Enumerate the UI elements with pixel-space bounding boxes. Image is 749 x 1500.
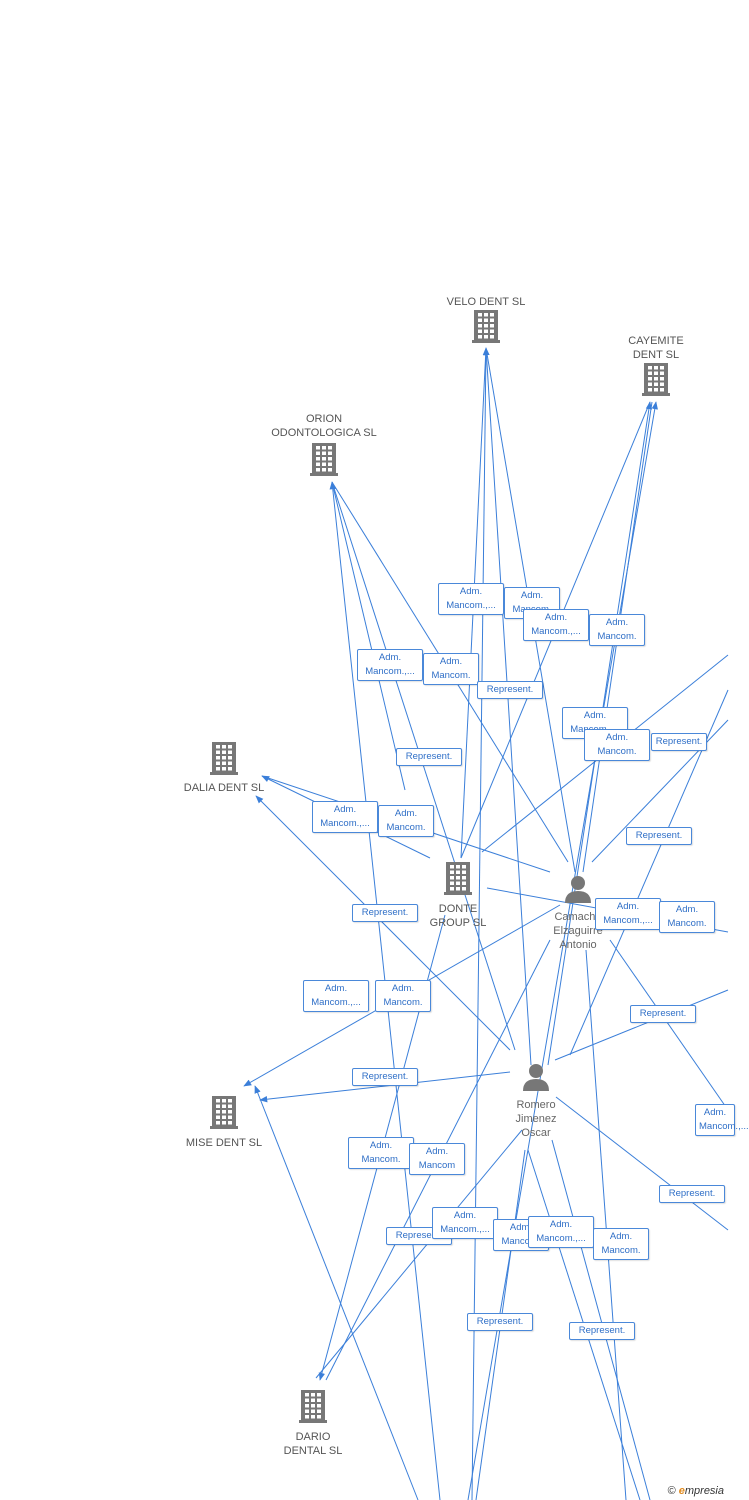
- node-label-cayemite[interactable]: CAYEMITE DENT SL: [628, 335, 684, 361]
- relation-label[interactable]: Represent.: [651, 733, 707, 751]
- edge-line: [554, 989, 729, 1061]
- relation-label[interactable]: Adm. Mancom.,...: [303, 980, 369, 1012]
- edge-line: [551, 1139, 651, 1500]
- node-label-mise[interactable]: MISE DENT SL: [185, 1137, 263, 1149]
- relation-label[interactable]: Adm. Mancom.: [375, 980, 431, 1012]
- relation-label[interactable]: Adm. Mancom.: [378, 805, 434, 837]
- brand-name: mpresia: [684, 1485, 724, 1497]
- relation-label[interactable]: Adm. Mancom.: [659, 901, 715, 933]
- relation-label[interactable]: Represent.: [630, 1005, 696, 1023]
- edge-line: [315, 1129, 523, 1379]
- building-icon[interactable]: [299, 1390, 327, 1423]
- relation-label[interactable]: Adm. Mancom.,...: [595, 898, 661, 930]
- relation-label[interactable]: Represent.: [626, 827, 692, 845]
- relation-label[interactable]: Adm. Mancom.: [589, 614, 645, 646]
- node-label-camacho[interactable]: Camacho Elzaguirre Antonio: [553, 911, 603, 951]
- relation-label[interactable]: Adm. Mancom.: [584, 729, 650, 761]
- footer-brand: © empresia: [668, 1485, 724, 1497]
- edge-line: [255, 795, 511, 1051]
- relation-label[interactable]: Represent.: [352, 904, 418, 922]
- edge-line: [331, 481, 516, 1051]
- edge-line: [471, 347, 490, 1500]
- building-icon[interactable]: [210, 1096, 238, 1129]
- building-icon[interactable]: [444, 862, 472, 895]
- edge-line: [585, 949, 627, 1500]
- relation-label[interactable]: Adm. Mancom.,...: [695, 1104, 749, 1136]
- node-label-donte[interactable]: DONTE GROUP SL: [429, 903, 487, 929]
- node-label-velo[interactable]: VELO DENT SL: [446, 296, 526, 308]
- edge-line: [259, 1071, 511, 1103]
- edge-line: [555, 1096, 729, 1231]
- person-icon[interactable]: [523, 1064, 549, 1091]
- relation-label[interactable]: Represent.: [467, 1313, 533, 1331]
- relation-label[interactable]: Adm. Mancom.,...: [523, 609, 589, 641]
- relation-label[interactable]: Adm. Mancom.: [593, 1228, 649, 1260]
- relation-label[interactable]: Adm. Mancom.,...: [357, 649, 423, 681]
- node-label-dario[interactable]: DARIO DENTAL SL: [283, 1431, 343, 1457]
- building-icon[interactable]: [210, 742, 238, 775]
- relation-label[interactable]: Represent.: [569, 1322, 635, 1340]
- edge-line: [609, 939, 729, 1111]
- edge-line: [331, 481, 406, 791]
- building-icon[interactable]: [642, 363, 670, 396]
- edge-line: [483, 347, 532, 1066]
- relation-label[interactable]: Represent.: [352, 1068, 418, 1086]
- relation-label[interactable]: Adm. Mancom.,...: [312, 801, 378, 833]
- edge-line: [254, 1085, 419, 1500]
- building-icon[interactable]: [310, 443, 338, 476]
- copyright-symbol: ©: [667, 1485, 676, 1497]
- relation-label[interactable]: Represent.: [659, 1185, 725, 1203]
- relation-label[interactable]: Adm. Mancom: [409, 1143, 465, 1175]
- relation-label[interactable]: Adm. Mancom.,...: [432, 1207, 498, 1239]
- relation-label[interactable]: Adm. Mancom.,...: [528, 1216, 594, 1248]
- relation-label[interactable]: Adm. Mancom.,...: [438, 583, 504, 615]
- node-icons: [210, 310, 670, 1423]
- node-label-dalia[interactable]: DALIA DENT SL: [183, 782, 265, 794]
- building-icon[interactable]: [472, 310, 500, 343]
- relation-label[interactable]: Represent.: [477, 681, 543, 699]
- brand-logo-e: e: [678, 1485, 685, 1497]
- node-label-orion[interactable]: ORION ODONTOLOGICA SL: [271, 413, 377, 439]
- person-icon[interactable]: [565, 876, 591, 903]
- relation-label[interactable]: Adm. Mancom.: [423, 653, 479, 685]
- relation-label[interactable]: Represent.: [396, 748, 462, 766]
- node-label-romero[interactable]: Romero Jimenez Oscar: [515, 1099, 557, 1139]
- relation-label[interactable]: Adm. Mancom.: [348, 1137, 414, 1169]
